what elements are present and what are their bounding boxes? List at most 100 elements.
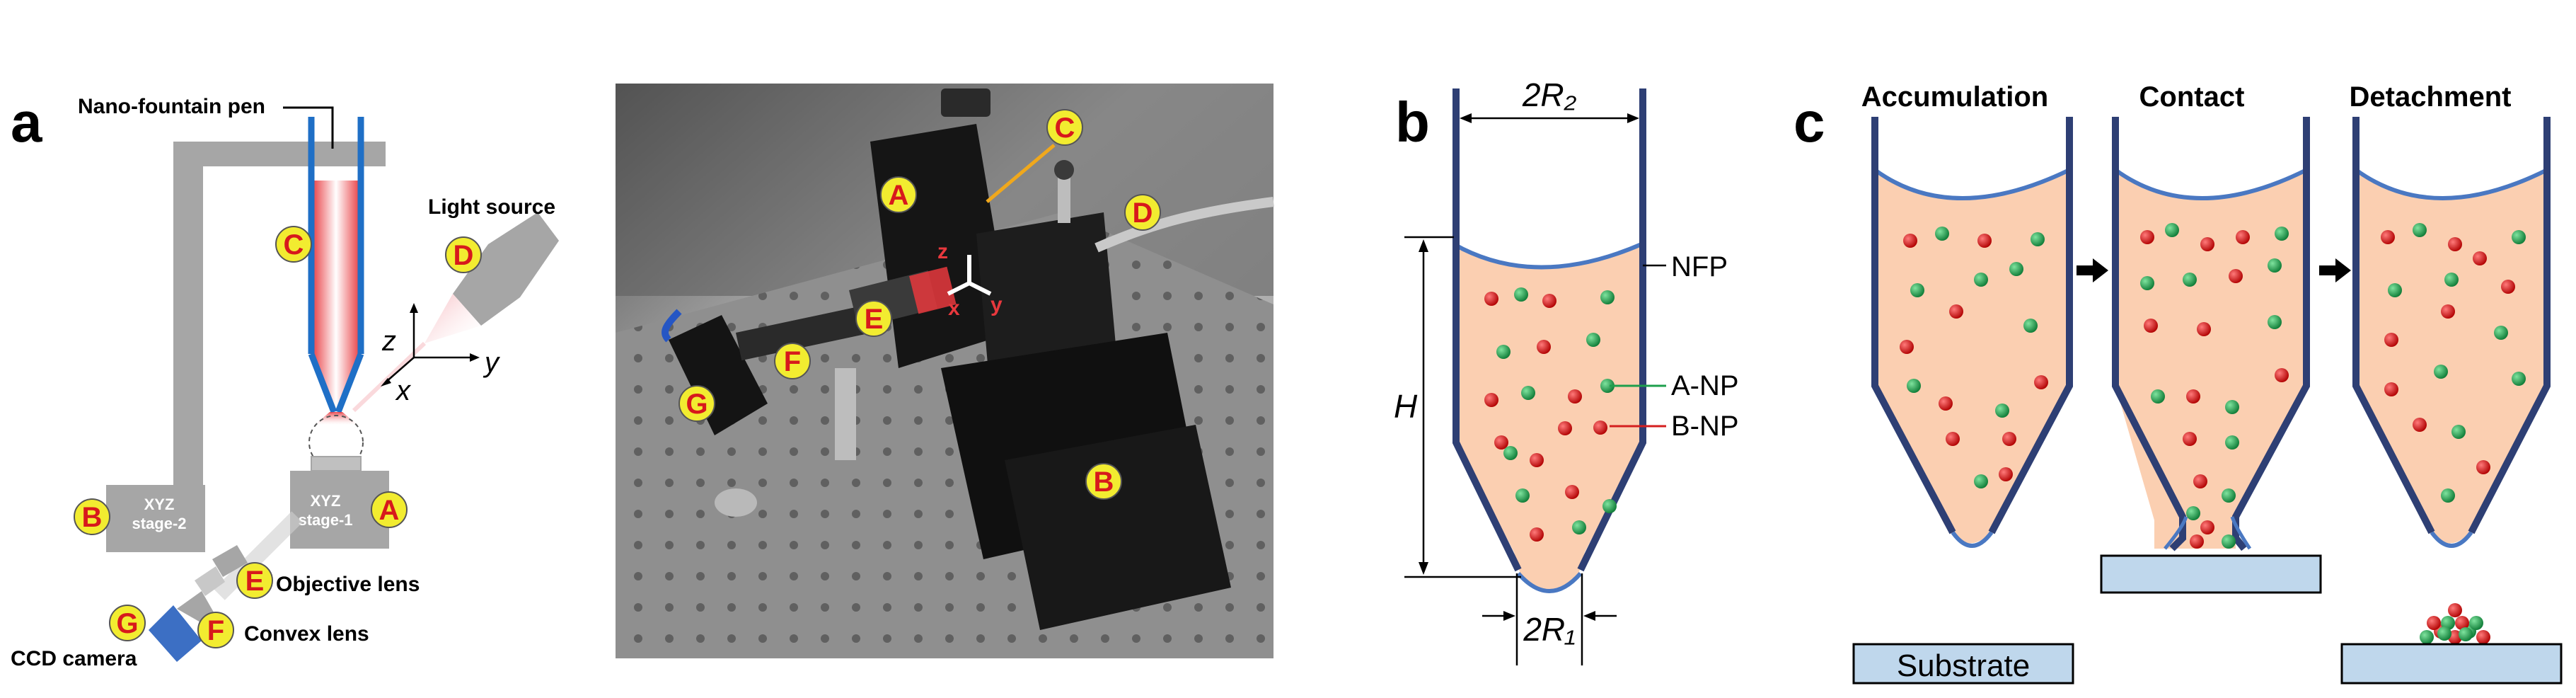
deposited-nanoparticle-4: [2476, 630, 2490, 644]
badge-a: A: [371, 491, 408, 528]
svg-text:B: B: [1094, 467, 1114, 498]
panel-a: a Nano-fountain pen Light source: [11, 91, 559, 670]
axis-x-label: x: [395, 375, 412, 406]
photo-axis-z: z: [937, 240, 948, 263]
nanoparticle-b-19: [1572, 520, 1586, 534]
nanoparticle-c3-12: [2434, 365, 2448, 379]
nanoparticle-b-16: [1515, 488, 1530, 503]
substrate-label: Substrate: [1897, 648, 2030, 683]
nanoparticle-c3-6: [2444, 273, 2459, 287]
panel-label-c: c: [1794, 91, 1825, 154]
svg-text:A: A: [379, 495, 400, 526]
nanoparticle-c2-9: [2144, 319, 2158, 333]
svg-text:B: B: [82, 502, 103, 533]
nanoparticle-c1-17: [1999, 467, 2013, 481]
photo-axis-y: y: [990, 293, 1003, 316]
nanoparticle-c1-9: [2023, 319, 2038, 333]
nanoparticle-b-12: [1558, 421, 1572, 435]
nanoparticle-c2-17: [2225, 435, 2239, 450]
nanoparticle-c3-17: [2441, 488, 2455, 503]
nanoparticle-c2-12: [2151, 389, 2165, 404]
nanoparticle-c2-0: [2140, 230, 2154, 244]
nanoparticle-c1-15: [2002, 432, 2016, 446]
arrow-1: [2077, 258, 2108, 282]
badge-f: F: [197, 612, 234, 648]
nanoparticle-c2-7: [2229, 269, 2243, 283]
dim-height-label: H: [1394, 388, 1418, 425]
nanoparticle-b-6: [1586, 333, 1600, 347]
badge-g: G: [109, 605, 146, 641]
nanoparticle-c2-3: [2236, 230, 2250, 244]
nanoparticle-c3-2: [2448, 237, 2462, 251]
panel-c: c Accumulation Contact Detachment: [1794, 81, 2563, 685]
nanoparticle-c3-1: [2413, 223, 2427, 237]
stage1-line1: XYZ: [311, 492, 341, 510]
nanoparticle-c2-5: [2140, 276, 2154, 290]
nanoparticle-b-8: [1521, 386, 1535, 400]
nanoparticle-c2-6: [2183, 273, 2197, 287]
nanoparticle-c3-8: [2384, 333, 2398, 347]
deposited-nanoparticle-5: [2427, 616, 2441, 630]
badge-c: C: [275, 226, 312, 263]
nanoparticle-c2-13: [2186, 389, 2200, 404]
nfp-tube: [1452, 88, 1646, 593]
nanoparticle-c1-7: [1900, 340, 1914, 354]
nanoparticle-c1-14: [1946, 432, 1960, 446]
nano-fountain-pen: [283, 106, 364, 425]
deposited-nanoparticle-11: [2459, 627, 2473, 641]
nanoparticle-c1-13: [2034, 375, 2048, 389]
convex-lens-label: Convex lens: [244, 622, 369, 646]
svg-text:G: G: [116, 608, 138, 639]
photo-badge-b: B: [1085, 463, 1122, 500]
stage-title-contact: Contact: [2139, 81, 2245, 113]
deposited-nanoparticle-0: [2420, 630, 2434, 644]
nanoparticle-b-9: [1568, 389, 1582, 404]
gantry-frame: [173, 142, 386, 496]
nanoparticle-c3-4: [2473, 251, 2487, 265]
substrate-accumulation: Substrate: [1852, 643, 2074, 685]
nanoparticle-c1-12: [1995, 404, 2009, 418]
nfp-label: NFP: [1671, 251, 1728, 282]
nanoparticle-c3-15: [2451, 425, 2466, 439]
svg-text:G: G: [686, 389, 707, 420]
svg-text:F: F: [784, 346, 801, 377]
xyz-stage-2: XYZ stage-2: [106, 485, 205, 552]
substrate-detachment: [2340, 643, 2563, 685]
nanoparticle-c1-16: [1974, 474, 1988, 488]
photo-badge-d: D: [1124, 194, 1161, 231]
nanoparticle-b-13: [1593, 420, 1607, 435]
nanoparticle-c2-21: [2200, 520, 2214, 534]
nanoparticle-c3-3: [2512, 230, 2526, 244]
nanoparticle-c2-22: [2190, 534, 2204, 549]
nanoparticle-c1-6: [2009, 262, 2023, 276]
svg-text:E: E: [246, 566, 265, 597]
nanoparticle-b-5: [1537, 340, 1551, 354]
deposited-nanoparticle-9: [2448, 603, 2462, 617]
light-source-label: Light source: [428, 195, 555, 219]
nanoparticle-c1-11: [1939, 396, 1953, 411]
nanoparticle-c2-18: [2193, 474, 2207, 488]
setup-photo: x y z A B C D E F G: [616, 84, 1274, 658]
np-group-panel-c: [1900, 223, 2526, 644]
dim-top-label: 2R₂: [1522, 76, 1577, 113]
nanoparticle-b-17: [1565, 485, 1579, 499]
svg-text:C: C: [284, 229, 304, 261]
a-np-label: A-NP: [1671, 370, 1739, 401]
photo-badge-f: F: [774, 343, 811, 379]
nanoparticle-b-0: [1484, 292, 1498, 306]
nanoparticle-c3-14: [2413, 418, 2427, 432]
tube-detachment: [2352, 117, 2551, 548]
b-np-label: B-NP: [1671, 411, 1739, 442]
nanoparticle-b-4: [1496, 345, 1511, 359]
substrate-contact: [2100, 554, 2322, 594]
svg-text:D: D: [1133, 198, 1153, 229]
ccd-camera-label: CCD camera: [11, 647, 137, 670]
stage1-line2: stage-1: [298, 511, 352, 529]
photo-badge-g: G: [678, 385, 715, 422]
light-source: [352, 212, 559, 413]
nanoparticle-b-14: [1503, 446, 1518, 460]
nanoparticle-c2-14: [2225, 400, 2239, 414]
svg-text:E: E: [865, 304, 884, 335]
axes-indicator: z y x: [381, 303, 501, 406]
nanoparticle-c3-16: [2476, 460, 2490, 474]
